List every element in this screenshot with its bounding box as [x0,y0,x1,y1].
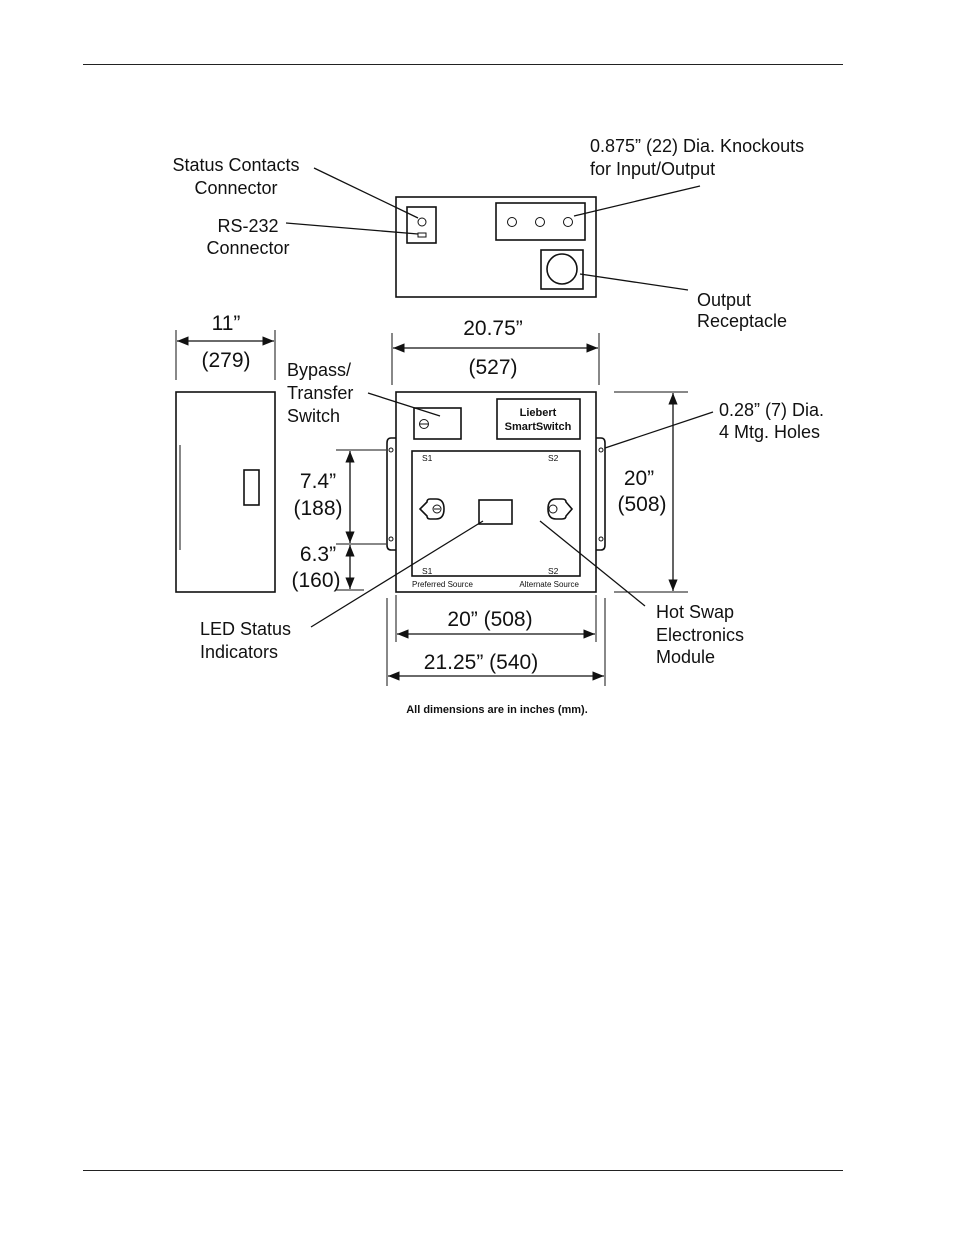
status-contacts-label: Status Contacts [172,155,299,175]
mounting-holes-label: 0.28” (7) Dia. [719,400,824,420]
height-mm: (508) [617,493,666,516]
led-status-window [478,499,513,525]
leader-line [310,520,484,628]
leader-line [285,222,419,235]
right-module-latch [547,498,574,520]
mounting-hole-icon [388,447,394,453]
bypass-switch-label-3: Switch [287,406,340,426]
side-view-enclosure [175,391,276,593]
output-receptacle-label-2: Receptacle [697,311,787,331]
preferred-source-label: Preferred Source [412,580,473,589]
footer-rule [83,1170,843,1171]
output-receptacle-icon [546,253,578,285]
outer-width-label: 21.25” (540) [424,651,538,674]
s1-top-label: S1 [422,453,433,463]
width-mm: (527) [468,356,517,379]
rs232-label: RS-232 [217,216,278,236]
s2-top-label: S2 [548,453,559,463]
depth-mm: (279) [201,349,250,372]
switch-screw-icon [419,419,429,429]
status-contacts-label-2: Connector [194,178,277,198]
left-module-latch [418,498,445,520]
knockouts-label-2: for Input/Output [590,159,715,179]
depth-inches: 11” [212,312,241,335]
s1-bottom-label: S1 [422,566,433,576]
knockout-icon [535,217,545,227]
header-rule [83,64,843,65]
top-view [395,196,597,298]
mounting-holes-label-2: 4 Mtg. Holes [719,422,820,442]
led-status-label-2: Indicators [200,642,278,662]
mounting-hole-icon [598,536,604,542]
inner-width-label: 20” (508) [447,608,532,631]
knockout-icon [563,217,573,227]
alternate-source-label: Alternate Source [519,580,579,589]
output-receptacle-label: Output [697,290,751,310]
hot-swap-electronics-module [411,450,581,577]
hot-swap-label-2: Electronics [656,625,744,645]
lower-mm: (160) [291,569,340,592]
left-mounting-flange [386,437,396,551]
bypass-switch-label: Bypass/ [287,360,351,380]
bypass-switch-label-2: Transfer [287,383,353,403]
right-mounting-flange [596,437,606,551]
latch-screw-icon [548,504,558,514]
mounting-hole-icon [598,447,604,453]
hot-swap-label: Hot Swap [656,602,734,622]
knockout-icon [507,217,517,227]
brand-product: SmartSwitch [505,421,572,433]
leader-line [573,185,701,217]
output-receptacle-housing [540,249,584,290]
latch-screw-icon [432,504,442,514]
brand-plate [496,398,581,440]
upper-inches: 7.4” [300,470,336,493]
lower-inches: 6.3” [300,543,336,566]
brand-name: Liebert [520,407,557,419]
bypass-transfer-switch [413,407,462,440]
dimensions-note: All dimensions are in inches (mm). [406,704,588,716]
leader-line [579,273,689,291]
rs232-label-2: Connector [206,238,289,258]
leader-line [313,167,419,219]
s2-bottom-label: S2 [548,566,559,576]
leader-line [367,392,441,417]
leader-line [539,520,646,607]
side-view [175,391,276,593]
knockout-panel [495,202,586,241]
knockouts-label: 0.875” (22) Dia. Knockouts [590,136,804,156]
front-view: Liebert SmartSwitch S1 S2 S1 S2 Preferre… [386,391,606,593]
width-inches: 20.75” [463,317,523,340]
top-view-enclosure [395,196,597,298]
hot-swap-label-3: Module [656,647,715,667]
rs232-connector-icon [417,232,427,238]
led-status-label: LED Status [200,619,291,639]
connector-housing [406,206,437,244]
front-view-enclosure [395,391,597,593]
height-inches: 20” [624,467,654,490]
leader-line [604,411,714,449]
side-view-latch [243,469,260,506]
upper-mm: (188) [293,497,342,520]
status-contacts-connector-icon [417,217,427,227]
mounting-hole-icon [388,536,394,542]
